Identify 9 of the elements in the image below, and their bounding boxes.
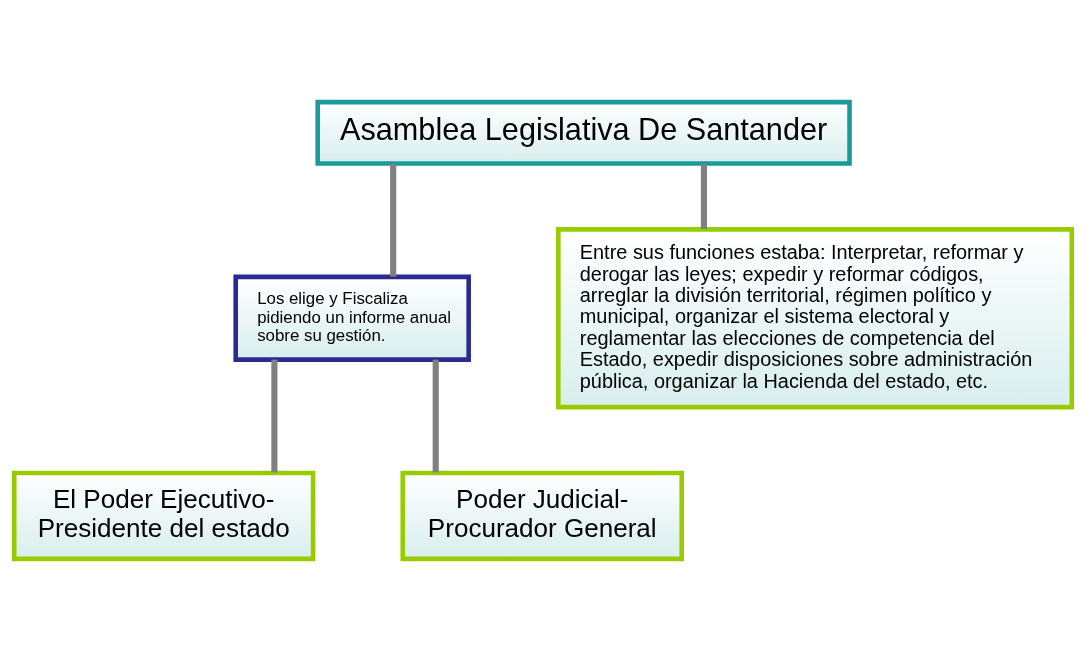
node-box: El Poder Ejecutivo- Presidente del estado [11,470,316,561]
connector [271,359,278,472]
connector [432,359,439,472]
node-box: Poder Judicial- Procurador General [400,470,684,561]
node-box: Entre sus funciones estaba: Interpretar, reformar y derogar las leyes; expedir y reformar códigos, arreglar la división territorial, régimen político y municipal, organizar el sistema electoral y reglamentar las elecciones de competencia del Estado, expedir disposiciones sobre administración pública, organizar la Hacienda del estado, etc. [556,226,1075,409]
node-box: Asamblea Legislativa De Santander [315,99,852,166]
connector [390,163,397,277]
connector [700,163,707,229]
node-box: Los elige y Fiscaliza pidiendo un informe anual sobre su gestión. [233,274,471,362]
